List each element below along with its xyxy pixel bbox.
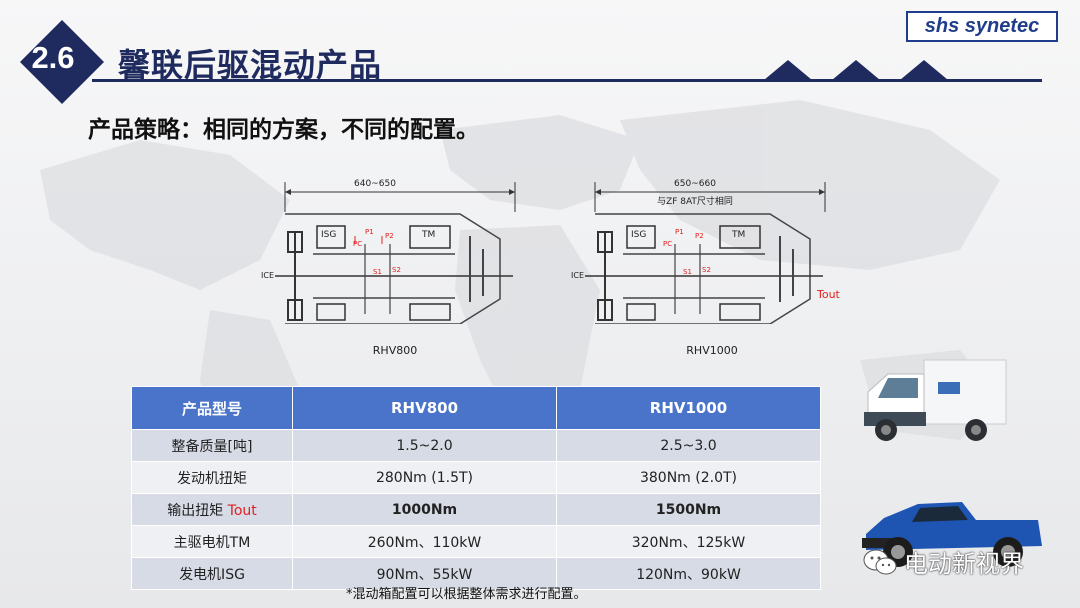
isg-label: ISG (321, 230, 337, 240)
cell-value: 320Nm、125kW (556, 525, 821, 558)
s2-label: S2 (702, 266, 711, 274)
cell-value: 380Nm (2.0T) (556, 461, 821, 494)
schematic-drawing (275, 182, 516, 324)
ice-label: ICE (261, 271, 274, 280)
table-row: 发电机ISG 90Nm、55kW 120Nm、90kW (131, 557, 821, 590)
cell-value: 2.5~3.0 (556, 429, 821, 462)
row-label: 主驱电机TM (131, 525, 293, 558)
watermark: 电动新视界 (862, 544, 1024, 579)
pc-label: PC (353, 240, 363, 248)
model-caption: RHV800 (372, 344, 418, 357)
table-row: 主驱电机TM 260Nm、110kW 320Nm、125kW (131, 525, 821, 558)
row-label: 发电机ISG (131, 557, 293, 590)
company-logo: shs synetec (906, 11, 1058, 42)
s2-label: S2 (392, 266, 401, 274)
header-cell: 产品型号 (131, 386, 293, 430)
isg-label: ISG (631, 230, 647, 240)
tout-label: Tout (817, 288, 840, 301)
spec-table: 产品型号 RHV800 RHV1000 整备质量[吨] 1.5~2.0 2.5~… (131, 386, 821, 590)
pickup-truck-image (862, 502, 1042, 567)
header-rule (92, 79, 1042, 82)
cell-value: 1000Nm (292, 493, 557, 526)
header-triangle (764, 60, 812, 80)
dimension-label: 640~650 (354, 179, 396, 189)
row-label-cell: 输出扭矩 Tout (131, 493, 293, 526)
tm-label: TM (422, 230, 436, 240)
s1-label: S1 (683, 268, 692, 276)
table-row: 输出扭矩 Tout 1000Nm 1500Nm (131, 493, 821, 526)
cell-value: 90Nm、55kW (292, 557, 557, 590)
table-row: 发动机扭矩 280Nm (1.5T) 380Nm (2.0T) (131, 461, 821, 494)
transmission-diagram-rhv800: 640~650 ISG TM ICE P1 P2 PC S1 S2 RHV800 (255, 174, 535, 364)
dimension-note: 与ZF 8AT尺寸相同 (657, 197, 733, 207)
page-title: 馨联后驱混动产品 (118, 46, 383, 84)
header-cell: RHV800 (292, 386, 557, 430)
p2-label: P2 (695, 232, 704, 240)
table-header-row: 产品型号 RHV800 RHV1000 (131, 386, 821, 430)
s1-label: S1 (373, 268, 382, 276)
ice-label: ICE (571, 271, 584, 280)
footnote: *混动箱配置可以根据整体需求进行配置。 (346, 587, 587, 602)
product-strategy-subtitle: 产品策略：相同的方案，不同的配置。 (88, 117, 479, 143)
watermark-text: 电动新视界 (904, 550, 1024, 578)
cell-value: 1500Nm (556, 493, 821, 526)
model-caption: RHV1000 (686, 344, 738, 357)
logo-text: shs synetec (924, 15, 1040, 37)
p1-label: P1 (365, 228, 374, 236)
p2-label: P2 (385, 232, 394, 240)
header-cell: RHV1000 (556, 386, 821, 430)
transmission-diagram-rhv1000: 650~660 与ZF 8AT尺寸相同 ISG TM ICE P1 P2 PC … (565, 174, 855, 364)
row-label: 输出扭矩 (167, 502, 228, 519)
header-triangle (900, 60, 948, 80)
refrigerated-truck-image (864, 359, 1007, 441)
row-label: 发动机扭矩 (131, 461, 293, 494)
table-row: 整备质量[吨] 1.5~2.0 2.5~3.0 (131, 429, 821, 462)
wechat-icon (863, 549, 897, 574)
cell-value: 1.5~2.0 (292, 429, 557, 462)
row-label: 整备质量[吨] (131, 429, 293, 462)
section-number: 2.6 (31, 40, 75, 75)
pc-label: PC (663, 240, 673, 248)
header-triangle (832, 60, 880, 80)
p1-label: P1 (675, 228, 684, 236)
cell-value: 120Nm、90kW (556, 557, 821, 590)
cell-value: 260Nm、110kW (292, 525, 557, 558)
cell-value: 280Nm (1.5T) (292, 461, 557, 494)
section-badge (20, 20, 104, 104)
tm-label: TM (732, 230, 746, 240)
schematic-drawing (585, 182, 826, 324)
row-label-highlight: Tout (227, 502, 257, 519)
dimension-label: 650~660 (674, 179, 716, 189)
